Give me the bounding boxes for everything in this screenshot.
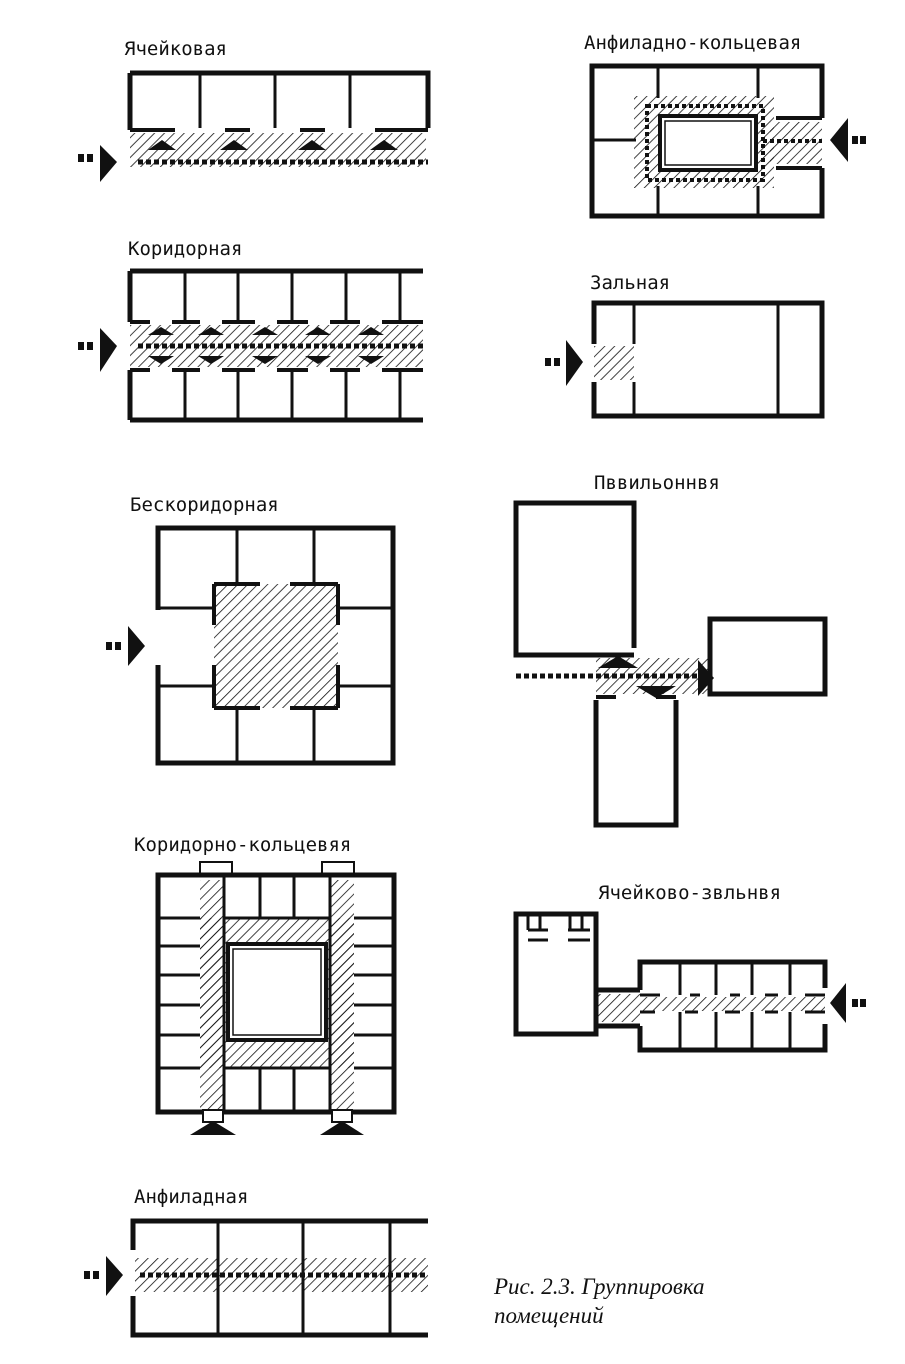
diagram-enfilade	[84, 1218, 428, 1338]
label-cellular-hall: Ячейково-звльнвя	[598, 882, 782, 904]
diagram-corridor-ring	[155, 861, 397, 1135]
diagram-corridor	[78, 268, 423, 423]
diagram-cellular	[78, 70, 431, 182]
label-hall: Зальная	[590, 272, 671, 294]
caption-line-2: помещений	[494, 1303, 604, 1328]
diagram-hall	[545, 300, 825, 419]
caption-line-1: Рис. 2.3. Группировка	[494, 1274, 705, 1299]
label-enfilade: Анфиладная	[134, 1186, 249, 1208]
label-cellular: Ячейковая	[124, 38, 227, 60]
label-corridor-ring: Коридорно-кольцевяя	[134, 834, 352, 856]
figure-caption: Рис. 2.3. Группировка помещений	[494, 1272, 705, 1330]
diagram-cellular-hall	[513, 911, 866, 1053]
diagram-pavilion	[513, 500, 828, 828]
diagram-enfilade-ring	[589, 63, 866, 219]
label-corridor: Коридорная	[128, 238, 243, 260]
label-enfilade-ring: Анфиладно-кольцевая	[584, 32, 802, 54]
label-pavilion: Пввильоннвя	[594, 472, 720, 494]
label-corridorless: Бескоридорная	[130, 494, 279, 516]
diagram-corridorless	[106, 525, 396, 766]
